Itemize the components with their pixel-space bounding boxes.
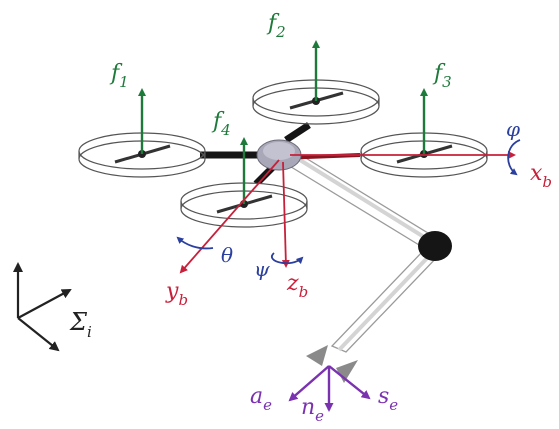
yaw-arrow [271, 252, 304, 265]
inertial-frame [13, 262, 72, 352]
thrust-arrows [138, 40, 428, 204]
force-label-3: f3 [432, 61, 452, 91]
end-effector-axes [288, 365, 371, 412]
x-axis-label: xb [530, 161, 552, 191]
elbow-joint [418, 231, 452, 261]
pitch-arrow [176, 236, 214, 250]
roll-label: φ [506, 117, 520, 141]
y-axis-arrow [179, 159, 280, 274]
body-axes [179, 151, 516, 274]
manipulator-arm [281, 151, 452, 383]
a-axis-label: ae [250, 384, 272, 414]
roll-arrow [507, 139, 521, 176]
pitch-label: θ [221, 243, 233, 267]
yaw-label: ψ [254, 257, 270, 281]
force-label-1: f1 [109, 61, 129, 91]
inertial-frame-label: Σi [69, 308, 92, 341]
y-axis-label: yb [165, 279, 188, 309]
s-axis-label: se [378, 384, 398, 414]
z-axis-label: zb [286, 271, 308, 301]
z-axis-arrow [281, 161, 290, 268]
central-hub [256, 139, 302, 171]
force-label-2: f2 [266, 11, 286, 41]
rotation-arrows [176, 139, 521, 265]
gripper-left [306, 345, 328, 366]
s-axis-arrow [328, 365, 371, 400]
force-label-4: f4 [211, 109, 231, 139]
a-axis-arrow [288, 365, 330, 402]
n-axis-label: ne [301, 395, 324, 425]
